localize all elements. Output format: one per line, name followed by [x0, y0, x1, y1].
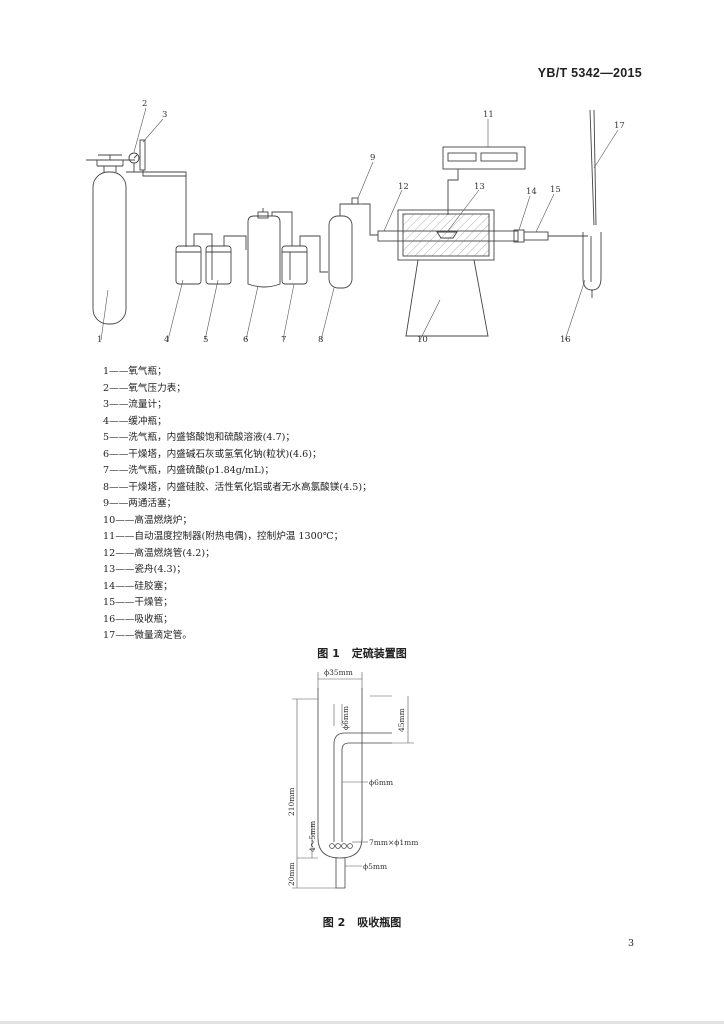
- legend-item-7: 7——洗气瓶，内盛硫酸(ρ1.84g/mL)；: [103, 465, 274, 476]
- legend-item-13: 13——瓷舟(4.3)；: [103, 564, 186, 575]
- legend-item-9: 9——两通活塞；: [103, 498, 177, 509]
- legend-item-16: 16——吸收瓶；: [103, 613, 173, 625]
- callout-17: 17: [614, 121, 625, 131]
- legend-item-1: 1——氧气瓶；: [103, 366, 167, 377]
- callout-10: 10: [417, 335, 428, 345]
- legend-item-3: 3——流量计；: [103, 399, 167, 410]
- legend-item-6: 6——干燥塔，内盛碱石灰或氢氧化钠(粒状)(4.6)；: [103, 448, 322, 460]
- drying-tower-1: [247, 208, 293, 288]
- figure-2-caption-title: 吸收瓶图: [357, 916, 402, 929]
- dim-gap: 4～5mm: [308, 821, 317, 852]
- callout-8: 8: [318, 335, 323, 345]
- pressure-gauge: [128, 152, 140, 172]
- legend-item-17: 17——微量滴定管。: [103, 630, 192, 641]
- dim-tube-diameter-top: ϕ6mm: [341, 706, 350, 730]
- dim-outer-diameter: ϕ35mm: [324, 668, 353, 677]
- callout-6: 6: [243, 335, 248, 345]
- callout-11: 11: [483, 110, 494, 120]
- callout-4: 4: [164, 335, 169, 345]
- legend-item-14: 14——硅胶塞；: [103, 580, 173, 592]
- page-number: 3: [627, 938, 634, 949]
- legend-item-8: 8——干燥塔，内盛硅胶、活性氧化铝或者无水高氯酸镁(4.5)；: [103, 481, 372, 493]
- drying-tower-2: [328, 203, 353, 289]
- figure-1-caption-title: 定硫装置图: [351, 647, 407, 660]
- footer-strip: [0, 1021, 724, 1024]
- figure-2-caption-number: 图 2: [322, 916, 346, 929]
- legend-item-10: 10——高温燃烧炉；: [103, 514, 192, 526]
- two-way-stopcock: [351, 197, 378, 236]
- callout-2: 2: [142, 99, 147, 109]
- legend-item-5: 5——洗气瓶，内盛铬酸饱和硫酸溶液(4.7)；: [103, 432, 295, 443]
- callout-13: 13: [474, 182, 485, 192]
- figure-1-apparatus-drawing: 1 2 3 4 5 6 7 8 9 10 11 12 13 14 15 16 1…: [86, 99, 625, 345]
- flowmeter: [139, 139, 146, 171]
- callout-14: 14: [526, 187, 537, 197]
- legend-item-11: 11——自动温度控制器(附热电偶)，控制炉温 1300℃；: [103, 531, 344, 542]
- callout-7: 7: [281, 335, 286, 345]
- wash-bottle-2: [281, 235, 328, 285]
- dim-total-height: 210mm: [287, 787, 296, 816]
- dim-bottom-height: 20mm: [287, 862, 296, 886]
- callout-5: 5: [203, 335, 208, 345]
- figure-1-caption: 图 1 定硫装置图: [0, 645, 724, 661]
- absorption-bottle: [582, 232, 602, 298]
- legend-item-4: 4——缓冲瓶；: [103, 415, 167, 427]
- legend-item-2: 2——氧气压力表；: [103, 382, 186, 394]
- high-temperature-furnace: [397, 209, 495, 337]
- dim-top-height: 45mm: [397, 708, 406, 732]
- callout-12: 12: [398, 182, 409, 192]
- drying-tube: [523, 231, 588, 241]
- callout-3: 3: [162, 110, 167, 120]
- oxygen-cylinder: [86, 154, 135, 325]
- standard-code: YB/T 5342—2015: [537, 66, 642, 80]
- micro-burette: [589, 109, 597, 226]
- porcelain-boat: [436, 231, 458, 239]
- callout-16: 16: [560, 335, 571, 345]
- dim-inner-tube-diameter: ϕ6mm: [369, 778, 393, 787]
- wash-bottle-1: [205, 235, 247, 285]
- dim-outlet-diameter: ϕ5mm: [363, 862, 387, 871]
- legend-item-15: 15——干燥管；: [103, 597, 173, 608]
- buffer-bottle: [175, 233, 213, 285]
- figure-1-legend: 1——氧气瓶； 2——氧气压力表； 3——流量计； 4——缓冲瓶； 5——洗气瓶…: [103, 364, 372, 645]
- silicone-stopper: [513, 229, 525, 243]
- figure-1-caption-number: 图 1: [317, 647, 340, 660]
- callout-9: 9: [370, 153, 375, 163]
- temperature-controller: [442, 146, 526, 215]
- callout-1: 1: [97, 335, 102, 345]
- legend-item-12: 12——高温燃烧管(4.2)；: [103, 547, 215, 559]
- figure-2-caption: 图 2 吸收瓶图: [0, 914, 724, 930]
- callout-15: 15: [550, 185, 561, 195]
- dim-holes: 7mm×ϕ1mm: [369, 838, 418, 847]
